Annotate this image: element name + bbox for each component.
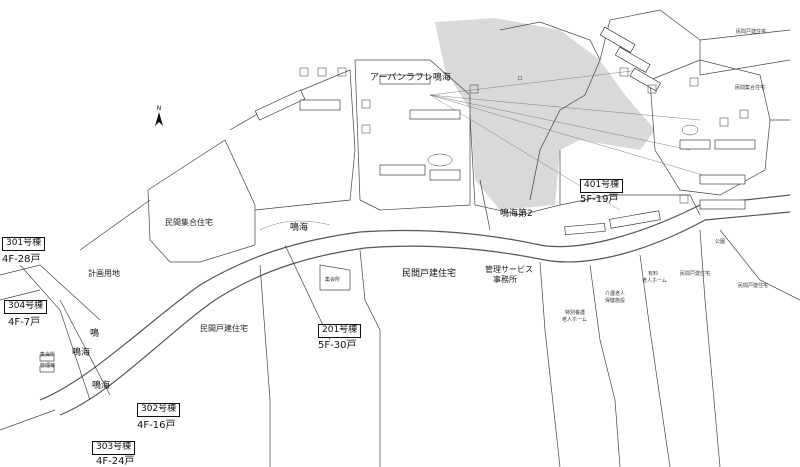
building-304-units: 4F-7戸 xyxy=(8,317,41,328)
building-303-label: 303号棟 xyxy=(92,441,136,455)
building-302-label: 302号棟 xyxy=(137,403,181,417)
label-naruumi-w1: 鳴 xyxy=(90,329,100,339)
building-303-units: 4F-24戸 xyxy=(96,456,135,467)
label-community: 集会所 xyxy=(325,277,341,283)
label-senior-home: 有料 xyxy=(648,271,659,277)
label-complex-east: 民間集合住宅 xyxy=(735,85,766,91)
label-apartment-main: アーバンラフレ鳴海 xyxy=(370,73,451,83)
label-ne: 民間戸建住宅 xyxy=(736,29,767,35)
building-304-label: 304号棟 xyxy=(4,300,48,314)
north-arrow-icon: N xyxy=(155,105,163,126)
label-small-w1: 集会所 xyxy=(40,352,56,358)
shaded-green-area xyxy=(435,18,655,210)
label-naruumi: 鳴海 xyxy=(290,223,309,233)
building-401-label: 401号棟 xyxy=(580,179,624,193)
label-house-east: 民間戸建住宅 xyxy=(680,271,711,277)
building-401-units: 5F-19戸 xyxy=(580,194,619,205)
label-private-complex-nw: 民間集合住宅 xyxy=(165,218,213,227)
building-footprints xyxy=(39,26,756,373)
label-senior-home2: 老人ホーム xyxy=(642,278,667,284)
site-boundaries xyxy=(0,9,800,467)
label-special-home2: 老人ホーム xyxy=(562,317,587,323)
label-naruumi-s: 鳴海 xyxy=(92,381,111,391)
parking-lots xyxy=(299,67,749,204)
label-mgmt-office: 事務所 xyxy=(493,275,517,284)
site-features xyxy=(259,75,699,231)
building-302-units: 4F-16戸 xyxy=(137,420,176,431)
label-private-house-c: 民間戸建住宅 xyxy=(402,269,457,279)
label-naruumi2: 鳴海第2 xyxy=(500,209,533,219)
label-care-home: 介護老人 xyxy=(605,291,626,297)
main-road xyxy=(39,194,791,416)
label-planned-site: 計画用地 xyxy=(88,269,120,278)
label-mgmt-service: 管理サービス xyxy=(485,265,533,274)
building-201-label: 201号棟 xyxy=(318,324,362,338)
label-naruumi-w2: 鳴海 xyxy=(72,348,91,358)
building-301-label: 301号棟 xyxy=(2,237,46,251)
label-private-house-sw: 民間戸建住宅 xyxy=(200,324,248,333)
label-private-house-e: 民間戸建住宅 xyxy=(738,283,769,289)
label-care-home2: 保健施設 xyxy=(605,298,626,304)
building-301-units: 4F-28戸 xyxy=(2,254,41,265)
building-201-units: 5F-30戸 xyxy=(318,340,357,351)
label-special-home: 特別養護 xyxy=(565,310,586,316)
label-park: 公園 xyxy=(715,239,726,245)
label-small-w2: 管理棟 xyxy=(40,363,56,369)
svg-text:N: N xyxy=(157,105,162,112)
